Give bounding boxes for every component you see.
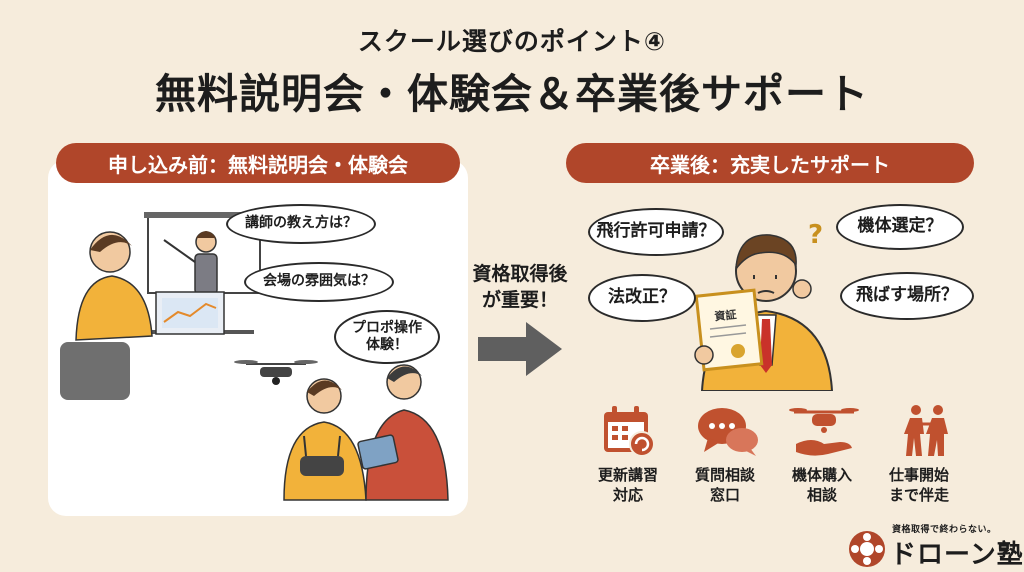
speech-bubble-propo: プロポ操作 体験！: [334, 310, 440, 364]
left-section-label: 申し込み前：無料説明会・体験会: [56, 143, 460, 183]
arrow-right-icon: [478, 322, 562, 376]
right-section-label: 卒業後：充実したサポート: [566, 143, 974, 183]
svg-text:?: ?: [808, 220, 823, 250]
support-item-renewal-line1: 更新講習: [597, 466, 658, 484]
subtitle: スクール選びのポイント④: [357, 27, 667, 56]
support-item-purchase-line1: 機体購入: [791, 466, 852, 484]
brand-tagline: 資格取得で終わらない。: [892, 525, 997, 535]
speech-bubble-propo-line2: 体験！: [366, 337, 408, 353]
support-item-purchase-line2: 相談: [806, 485, 837, 504]
speech-bubble-law-change: 法改正？: [588, 274, 696, 322]
brand-logo-icon: [849, 531, 885, 567]
support-item-consult-line1: 質問相談: [694, 466, 755, 484]
speech-bubble-flying-place: 飛ばす場所？: [840, 272, 974, 320]
worried-graduate-illustration: ? 資証: [694, 220, 834, 391]
calendar-refresh-icon: [604, 406, 655, 457]
speech-bubble-propo-line1: プロポ操作: [352, 319, 422, 336]
people-walking-icon: [904, 405, 948, 456]
drone-icon: [234, 360, 318, 385]
support-item-job-line1: 仕事開始: [888, 466, 949, 484]
support-item-job-label: 仕事開始 まで伴走: [864, 466, 974, 505]
drone-hand-icon: [789, 408, 859, 456]
support-item-consult-label: 質問相談 窓口: [670, 466, 780, 505]
page-title: 無料説明会・体験会＆卒業後サポート: [155, 70, 869, 118]
support-item-job-line2: まで伴走: [888, 485, 949, 504]
support-item-renewal-line2: 対応: [612, 485, 643, 504]
chat-bubbles-icon: [698, 408, 758, 456]
support-item-purchase-icon-wrap: [784, 404, 864, 458]
certificate-label: 資証: [714, 307, 737, 323]
support-item-renewal-label: 更新講習 対応: [573, 466, 683, 505]
speech-bubble-atmosphere: 会場の雰囲気は？: [244, 262, 394, 302]
brand-name: ドローン塾: [890, 540, 1024, 570]
middle-message-line1: 資格取得後: [472, 263, 568, 285]
support-item-purchase-label: 機体購入 相談: [767, 466, 877, 505]
support-item-job-icon-wrap: [886, 404, 966, 458]
speech-bubble-flight-permit: 飛行許可申請？: [588, 208, 724, 256]
middle-message-line2: が重要！: [481, 288, 558, 311]
speech-bubble-teaching: 講師の教え方は？: [226, 204, 376, 244]
middle-message: 資格取得後 が重要！: [472, 262, 568, 313]
support-item-renewal-icon-wrap: [588, 404, 668, 458]
speech-bubble-aircraft-selection: 機体選定？: [836, 204, 964, 250]
support-item-consult-icon-wrap: [688, 404, 768, 458]
support-item-consult-line2: 窓口: [709, 485, 740, 504]
